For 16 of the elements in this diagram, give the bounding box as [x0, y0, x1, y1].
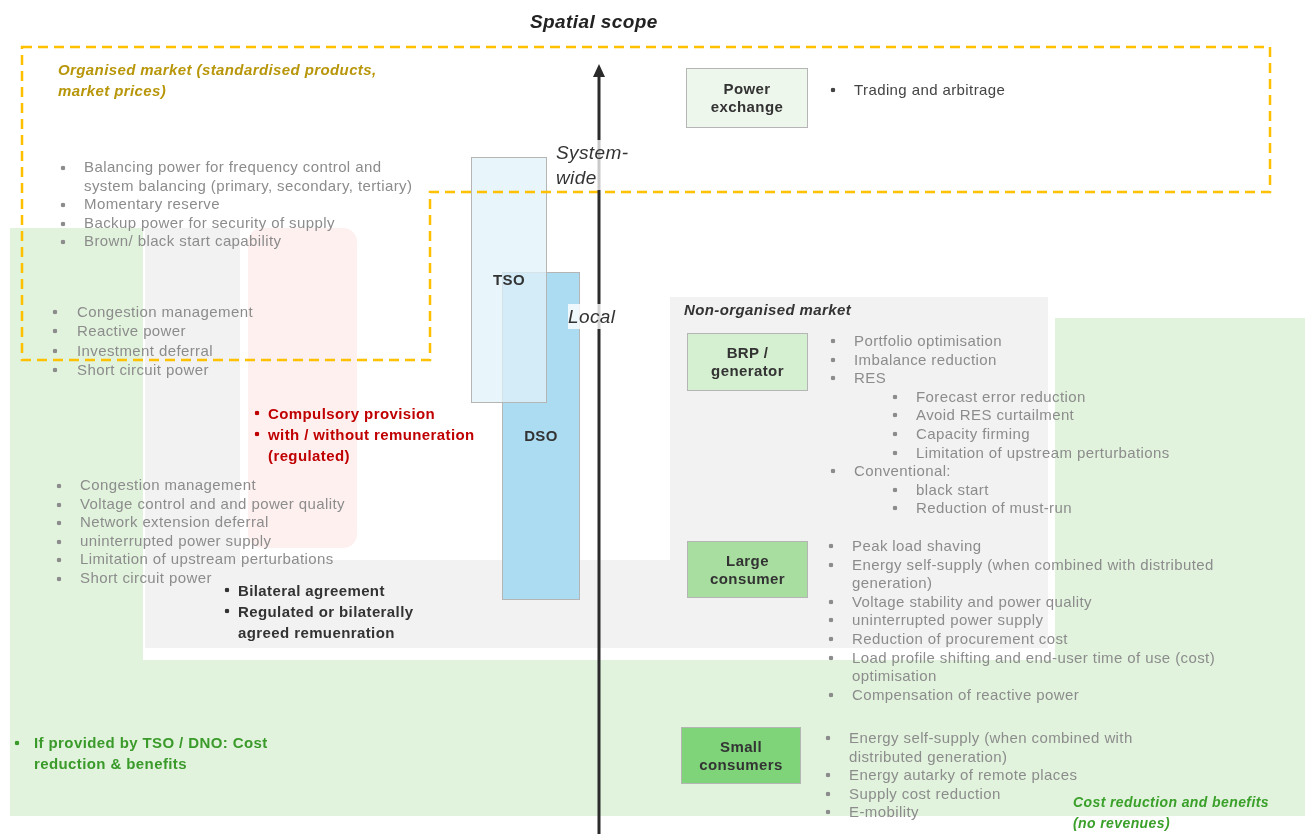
actor-box	[687, 333, 808, 391]
box-label: DSO	[523, 427, 559, 445]
box-label: Large consumer	[709, 551, 786, 588]
actor-box	[681, 727, 801, 784]
box-label: TSO	[491, 271, 526, 289]
actor-box	[686, 68, 808, 128]
axis-label: Local	[568, 304, 616, 329]
region-heading: Organised market (standardised products, market prices)	[58, 60, 378, 101]
region-heading: Non-organised market	[684, 300, 853, 320]
axis-title: Spatial scope	[530, 10, 658, 34]
box-label: Power exchange	[709, 80, 785, 116]
box-label: Small consumers	[698, 737, 784, 774]
actor-box	[687, 541, 808, 598]
box-label: BRP / generator	[710, 344, 785, 380]
operator-bar	[471, 157, 547, 403]
market-outline	[20, 45, 1272, 363]
